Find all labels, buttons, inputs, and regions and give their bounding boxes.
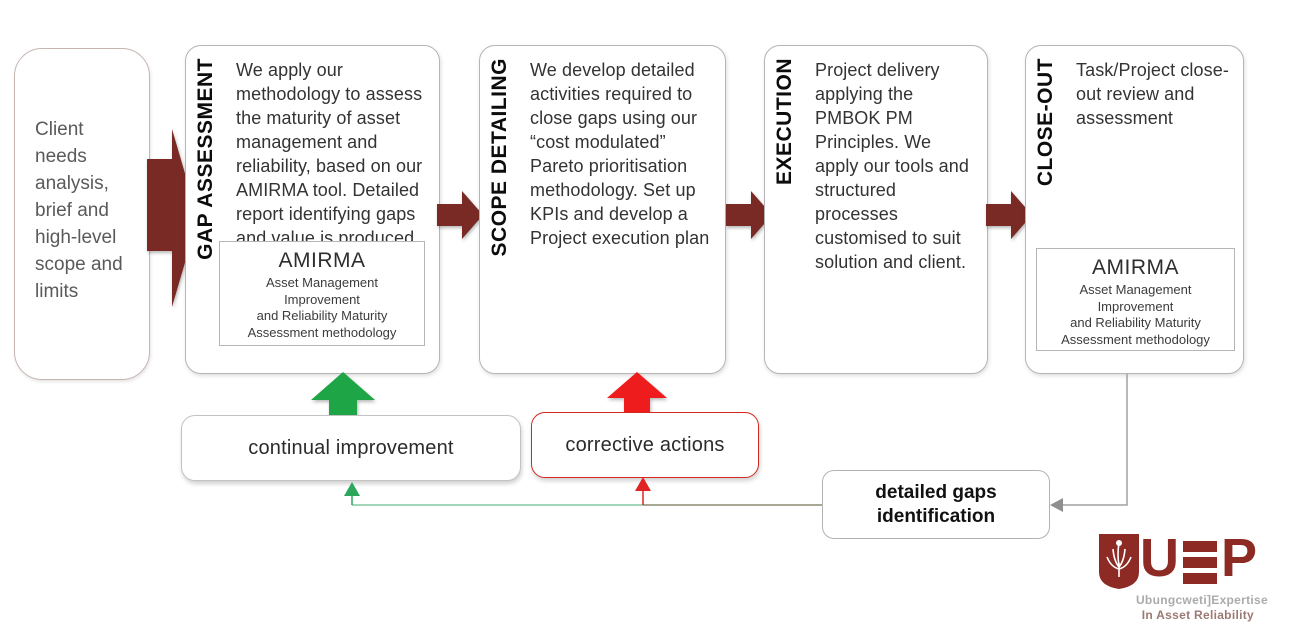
- stage-box-execution: EXECUTION Project delivery applying the …: [764, 45, 988, 374]
- stage-text-scope-detailing: We develop detailed activities required …: [530, 60, 710, 248]
- continual-improvement-label: continual improvement: [248, 436, 454, 459]
- uep-logo: U P Ubungcweti]Expertise In Asset Reliab…: [1098, 528, 1278, 623]
- stage-text-close-out: Task/Project close-out review and assess…: [1076, 60, 1229, 128]
- amirma-title: AMIRMA: [1092, 256, 1179, 279]
- client-needs-text: Client needs analysis, brief and high-le…: [35, 119, 123, 302]
- stage-label-close-out: CLOSE-OUT: [1034, 58, 1057, 187]
- stage-label-gap-assessment: GAP ASSESSMENT: [194, 58, 217, 260]
- stage-box-gap-assessment: GAP ASSESSMENT We apply our methodology …: [185, 45, 440, 374]
- logo-letter-e-bars-icon: [1183, 541, 1217, 584]
- detailed-gaps-identification-label: detailed gaps identification: [875, 481, 997, 527]
- stage-text-gap-assessment: We apply our methodology to assess the m…: [236, 60, 423, 248]
- flow-arrow-client-to-gap-icon: [147, 129, 198, 307]
- logo-letter-p: P: [1221, 528, 1257, 588]
- client-needs-box: Client needs analysis, brief and high-le…: [14, 48, 150, 380]
- detailed-gaps-identification-box: detailed gaps identification: [822, 470, 1050, 539]
- stage-label-scope-detailing: SCOPE DETAILING: [488, 58, 511, 257]
- amirma-subtitle: Asset Management Improvement and Reliabi…: [247, 275, 397, 340]
- corrective-actions-box: corrective actions: [531, 412, 759, 478]
- amirma-box-gap: AMIRMA Asset Management Improvement and …: [219, 241, 425, 346]
- corrective-actions-up-arrow-icon: [607, 372, 667, 413]
- logo-tagline-1: Ubungcweti]Expertise: [1135, 593, 1268, 607]
- stage-box-scope-detailing: SCOPE DETAILING We develop detailed acti…: [479, 45, 726, 374]
- flow-arrow-scope-to-execution-icon: [726, 191, 772, 239]
- flow-arrow-gap-to-scope-icon: [437, 191, 483, 239]
- logo-tagline-2: In Asset Reliability: [1141, 608, 1254, 622]
- flow-arrow-execution-to-closeout-icon: [986, 191, 1032, 239]
- stage-box-close-out: CLOSE-OUT Task/Project close-out review …: [1025, 45, 1244, 374]
- amirma-box-closeout: AMIRMA Asset Management Improvement and …: [1036, 248, 1235, 351]
- amirma-title: AMIRMA: [278, 249, 366, 272]
- continual-improvement-up-arrow-icon: [311, 372, 375, 416]
- uep-shield-icon: [1099, 534, 1139, 589]
- amirma-subtitle: Asset Management Improvement and Reliabi…: [1061, 282, 1210, 347]
- stage-label-execution: EXECUTION: [773, 58, 796, 186]
- corrective-actions-label: corrective actions: [565, 433, 725, 456]
- stage-text-execution: Project delivery applying the PMBOK PM P…: [815, 60, 970, 272]
- continual-improvement-box: continual improvement: [181, 415, 521, 481]
- logo-letter-u: U: [1140, 528, 1179, 588]
